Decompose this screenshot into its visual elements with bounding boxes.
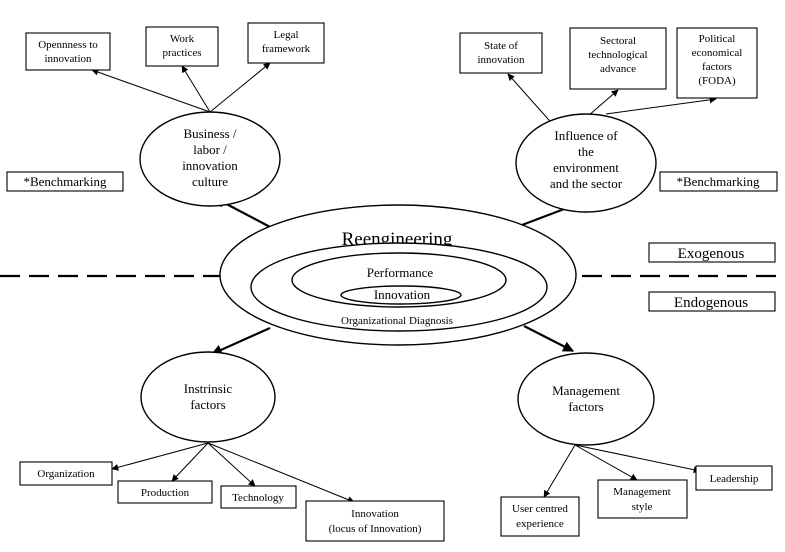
technology-line-1: Technology	[232, 492, 284, 504]
intrinsic-label-line-1: Instrinsic	[184, 381, 233, 396]
innovation-locus-label: Innovation (locus of Innovation)	[329, 508, 422, 535]
arrow-culture-work	[181, 65, 211, 113]
arrow-intrinsic-organization	[111, 442, 209, 471]
sectoral-line-1: Sectoral	[600, 35, 636, 47]
box-openness	[25, 32, 111, 71]
political-line-1: Political	[699, 33, 736, 45]
management-style-line-2: style	[632, 501, 653, 513]
state-innovation-line-1: State of	[484, 40, 518, 52]
arrow-mgmt-user	[543, 444, 576, 498]
endogenous-label: Endogenous	[674, 295, 748, 311]
benchmark-right-label: *Benchmarking	[676, 174, 760, 189]
user-centred-line-2: experience	[516, 518, 564, 530]
legal-framework-line-2: framework	[262, 43, 311, 55]
work-practices-line-2: practices	[162, 47, 201, 59]
arrow-culture-openness	[91, 68, 211, 113]
innovation-locus-line-1: Innovation	[351, 508, 399, 520]
arrow-intrinsic-production	[171, 442, 209, 482]
box-legal-framework	[247, 22, 325, 64]
intrinsic-ellipse	[140, 351, 276, 443]
environment-ellipse	[515, 113, 657, 213]
exogenous-box	[648, 242, 776, 263]
political-line-3: factors	[702, 61, 732, 73]
box-technology	[220, 485, 297, 509]
innovation-locus-line-2: (locus of Innovation)	[329, 523, 422, 535]
arrow-intrinsic-technology	[207, 442, 256, 487]
production-label: Production	[141, 487, 190, 499]
management-label-line-2: factors	[568, 399, 603, 414]
political-line-2: economical	[692, 47, 743, 59]
box-leadership	[695, 465, 773, 491]
management-style-line-1: Management	[613, 486, 670, 498]
box-user-centred	[500, 496, 580, 537]
environment-label-line-3: environment	[553, 160, 619, 175]
benchmark-left-box	[6, 171, 124, 192]
organization-line-1: Organization	[37, 468, 95, 480]
box-work-practices	[145, 26, 219, 67]
box-sectoral	[569, 27, 667, 90]
culture-ellipse	[139, 111, 281, 207]
arrow-env-state	[507, 73, 557, 129]
work-practices-label: Work practices	[162, 33, 201, 59]
legal-framework-line-1: Legal	[273, 29, 298, 41]
arrow-to-intrinsic	[210, 326, 271, 356]
management-label-line-1: Management	[552, 383, 620, 398]
environment-label-line-1: Influence of	[554, 128, 618, 143]
box-production	[117, 480, 213, 504]
work-practices-line-1: Work	[170, 33, 195, 45]
benchmark-right-box	[659, 171, 778, 192]
culture-label-line-1: Business /	[183, 126, 236, 141]
innovation-label: Innovation	[374, 287, 431, 302]
arrow-env-sectoral	[587, 89, 619, 117]
management-style-label: Management style	[613, 486, 670, 513]
endogenous-box	[648, 291, 776, 312]
culture-label-line-4: culture	[192, 174, 228, 189]
arrow-to-management	[523, 325, 574, 352]
legal-framework-label: Legal framework	[262, 29, 311, 55]
openness-label: Opennness to innovation	[38, 39, 98, 65]
intrinsic-label-line-2: factors	[190, 397, 225, 412]
arrow-mgmt-leadership	[574, 444, 701, 474]
openness-line-1: Opennness to	[38, 39, 98, 51]
box-innovation-locus	[305, 500, 445, 542]
management-ellipse	[517, 352, 655, 446]
sectoral-line-3: advance	[600, 63, 636, 75]
diagnosis-label: Organizational Diagnosis	[341, 315, 453, 327]
sectoral-label: Sectoral technological advance	[588, 35, 647, 75]
box-political	[676, 27, 758, 99]
political-line-4: (FODA)	[698, 75, 736, 87]
state-innovation-label: State of innovation	[477, 40, 525, 66]
user-centred-label: User centred experience	[512, 503, 568, 530]
arrow-intrinsic-innovation	[207, 442, 355, 503]
arrow-culture-legal	[209, 62, 271, 113]
user-centred-line-1: User centred	[512, 503, 568, 515]
arrow-mgmt-style	[574, 444, 638, 481]
culture-label-line-3: innovation	[182, 158, 238, 173]
exogenous-label: Exogenous	[678, 246, 745, 262]
leadership-label: Leadership	[710, 473, 759, 485]
technology-label: Technology	[232, 492, 284, 504]
innovation-ellipse	[340, 285, 462, 305]
openness-line-2: innovation	[44, 53, 92, 65]
production-line-1: Production	[141, 487, 190, 499]
state-innovation-line-2: innovation	[477, 54, 525, 66]
benchmark-left-label: *Benchmarking	[23, 174, 107, 189]
arrow-env-political	[605, 96, 717, 115]
political-label: Political economical factors (FODA)	[692, 33, 743, 87]
environment-label-line-4: and the sector	[550, 176, 623, 191]
organization-label: Organization	[37, 468, 95, 480]
box-organization	[19, 461, 113, 486]
environment-label-line-2: the	[578, 144, 594, 159]
performance-label: Performance	[367, 265, 434, 280]
sectoral-line-2: technological	[588, 49, 647, 61]
leadership-line-1: Leadership	[710, 473, 759, 485]
culture-label-line-2: labor /	[193, 142, 227, 157]
box-state-innovation	[459, 32, 543, 74]
box-management-style	[597, 479, 688, 519]
